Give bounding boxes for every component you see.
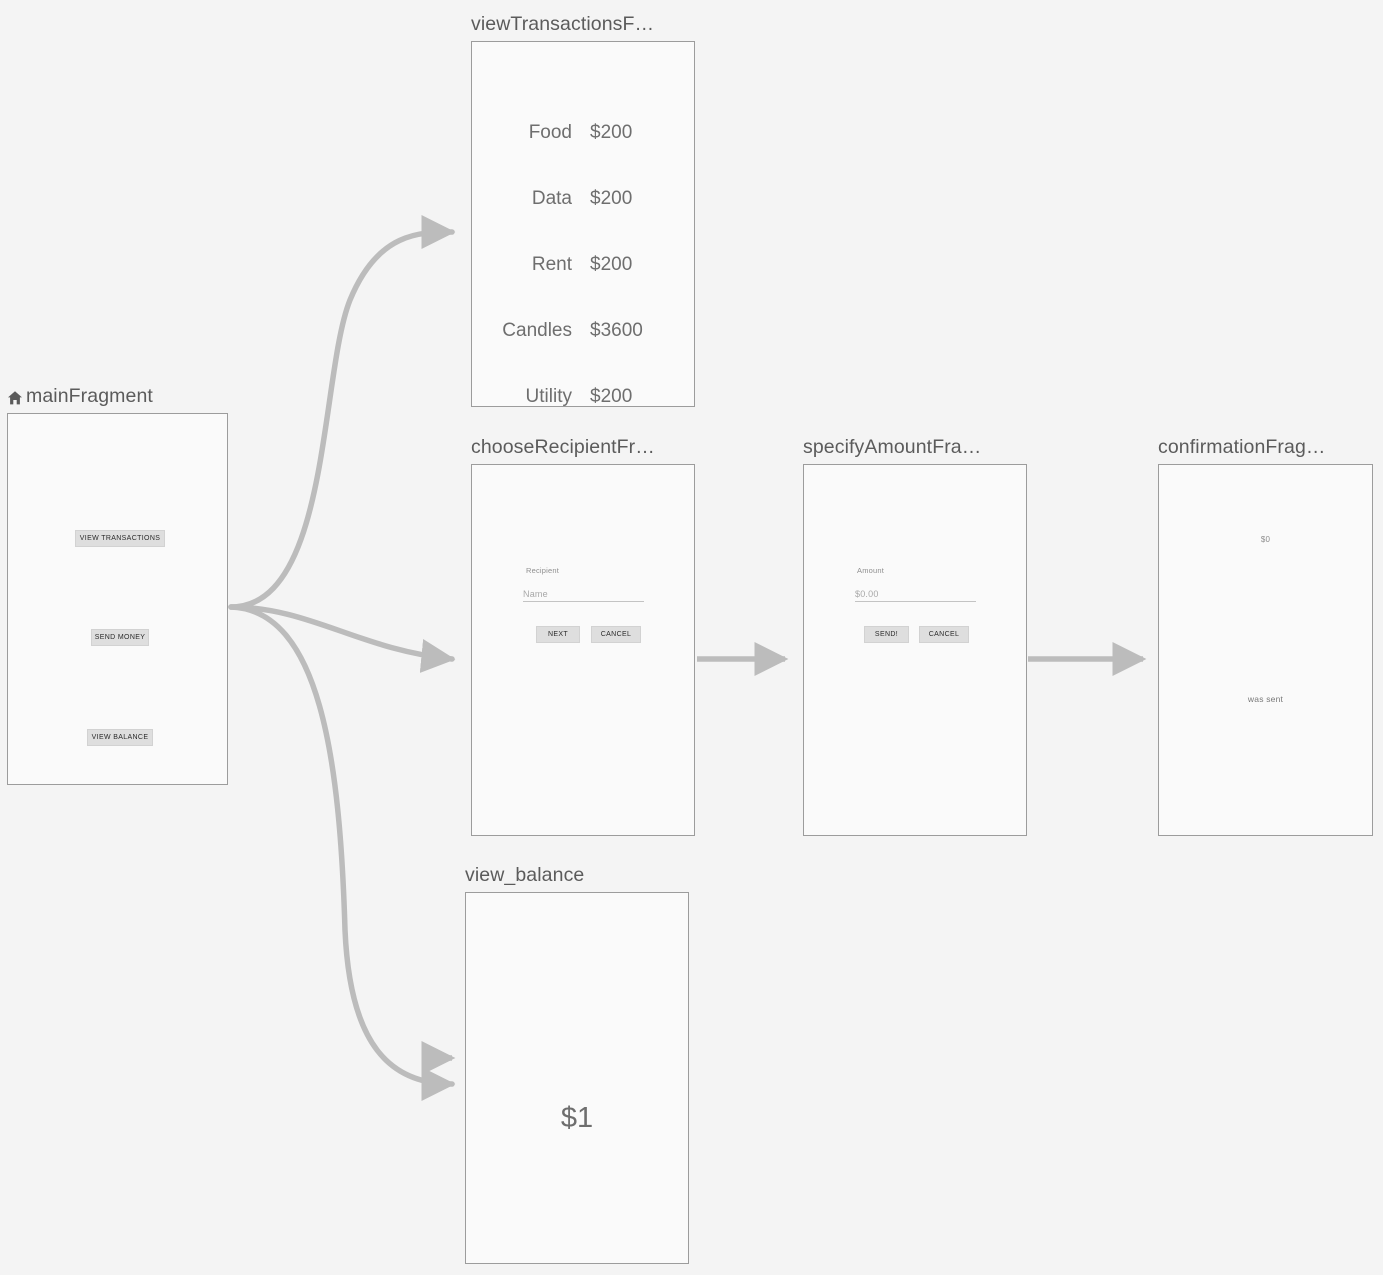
node-frame-confirmation[interactable]: $0 was sent <box>1158 464 1373 836</box>
recipient-field-label: Recipient <box>526 566 560 575</box>
transaction-row: Utility $200 <box>472 386 694 407</box>
node-title-text: confirmationFrag… <box>1158 436 1326 458</box>
balance-amount: $1 <box>560 1102 594 1134</box>
mini-button-send-money[interactable]: SEND MONEY <box>91 629 149 646</box>
transaction-amount: $200 <box>590 188 633 209</box>
node-title-view-balance: view_balance <box>465 864 689 886</box>
node-title-specify-amount: specifyAmountFra… <box>803 436 1027 458</box>
node-title-text: specifyAmountFra… <box>803 436 982 458</box>
transaction-amount: $200 <box>590 122 633 143</box>
confirmation-message: was sent <box>1247 694 1284 704</box>
node-title-text: viewTransactionsF… <box>471 13 655 35</box>
transaction-label: Food <box>528 122 572 143</box>
transaction-row: Food $200 <box>472 122 694 144</box>
node-title-text: view_balance <box>465 864 585 886</box>
node-title-view-transactions: viewTransactionsF… <box>471 13 695 35</box>
transaction-amount: $200 <box>590 386 633 407</box>
transaction-row: Candles $3600 <box>472 320 694 342</box>
node-title-confirmation: confirmationFrag… <box>1158 436 1373 458</box>
transaction-label: Rent <box>531 254 572 275</box>
confirmation-amount: $0 <box>1260 535 1271 544</box>
mini-button-view-transactions[interactable]: VIEW TRANSACTIONS <box>75 530 165 547</box>
transaction-label: Utility <box>525 386 572 407</box>
edge-main-to-view-transactions <box>228 214 456 610</box>
home-icon <box>7 389 23 405</box>
transaction-row: Rent $200 <box>472 254 694 276</box>
node-title-main-fragment: mainFragment <box>7 385 228 407</box>
node-frame-choose-recipient[interactable]: Recipient Name NEXT CANCEL <box>471 464 695 836</box>
transaction-amount: $200 <box>590 254 633 275</box>
recipient-name-input[interactable]: Name <box>523 589 644 602</box>
transaction-label: Candles <box>502 320 572 341</box>
mini-button-view-balance[interactable]: VIEW BALANCE <box>87 729 153 746</box>
amount-input[interactable]: $0.00 <box>855 589 976 602</box>
mini-button-send[interactable]: SEND! <box>864 626 909 643</box>
node-view-balance[interactable]: view_balance $1 <box>465 864 689 1264</box>
node-title-text: mainFragment <box>26 385 153 407</box>
amount-field-label: Amount <box>857 566 885 575</box>
node-frame-view-transactions[interactable]: Food $200 Data $200 Rent $200 Candles $3… <box>471 41 695 407</box>
node-frame-main-fragment[interactable]: VIEW TRANSACTIONS SEND MONEY VIEW BALANC… <box>7 413 228 785</box>
node-frame-view-balance[interactable]: $1 <box>465 892 689 1264</box>
node-view-transactions-fragment[interactable]: viewTransactionsF… Food $200 Data $200 R… <box>471 13 695 407</box>
edge-main-to-choose-recipient <box>228 604 456 673</box>
node-choose-recipient-fragment[interactable]: chooseRecipientFr… Recipient Name NEXT C… <box>471 436 695 836</box>
mini-button-cancel[interactable]: CANCEL <box>591 626 641 643</box>
node-specify-amount-fragment[interactable]: specifyAmountFra… Amount $0.00 SEND! CAN… <box>803 436 1027 836</box>
transaction-label: Data <box>531 188 572 209</box>
node-title-text: chooseRecipientFr… <box>471 436 655 458</box>
node-main-fragment[interactable]: mainFragment VIEW TRANSACTIONS SEND MONE… <box>7 385 228 785</box>
edge-main-to-view-balance <box>228 604 456 1102</box>
node-frame-specify-amount[interactable]: Amount $0.00 SEND! CANCEL <box>803 464 1027 836</box>
mini-button-next[interactable]: NEXT <box>536 626 580 643</box>
node-title-choose-recipient: chooseRecipientFr… <box>471 436 695 458</box>
transaction-row: Data $200 <box>472 188 694 210</box>
node-confirmation-fragment[interactable]: confirmationFrag… $0 was sent <box>1158 436 1373 836</box>
mini-button-cancel[interactable]: CANCEL <box>919 626 969 643</box>
transaction-amount: $3600 <box>590 320 643 341</box>
